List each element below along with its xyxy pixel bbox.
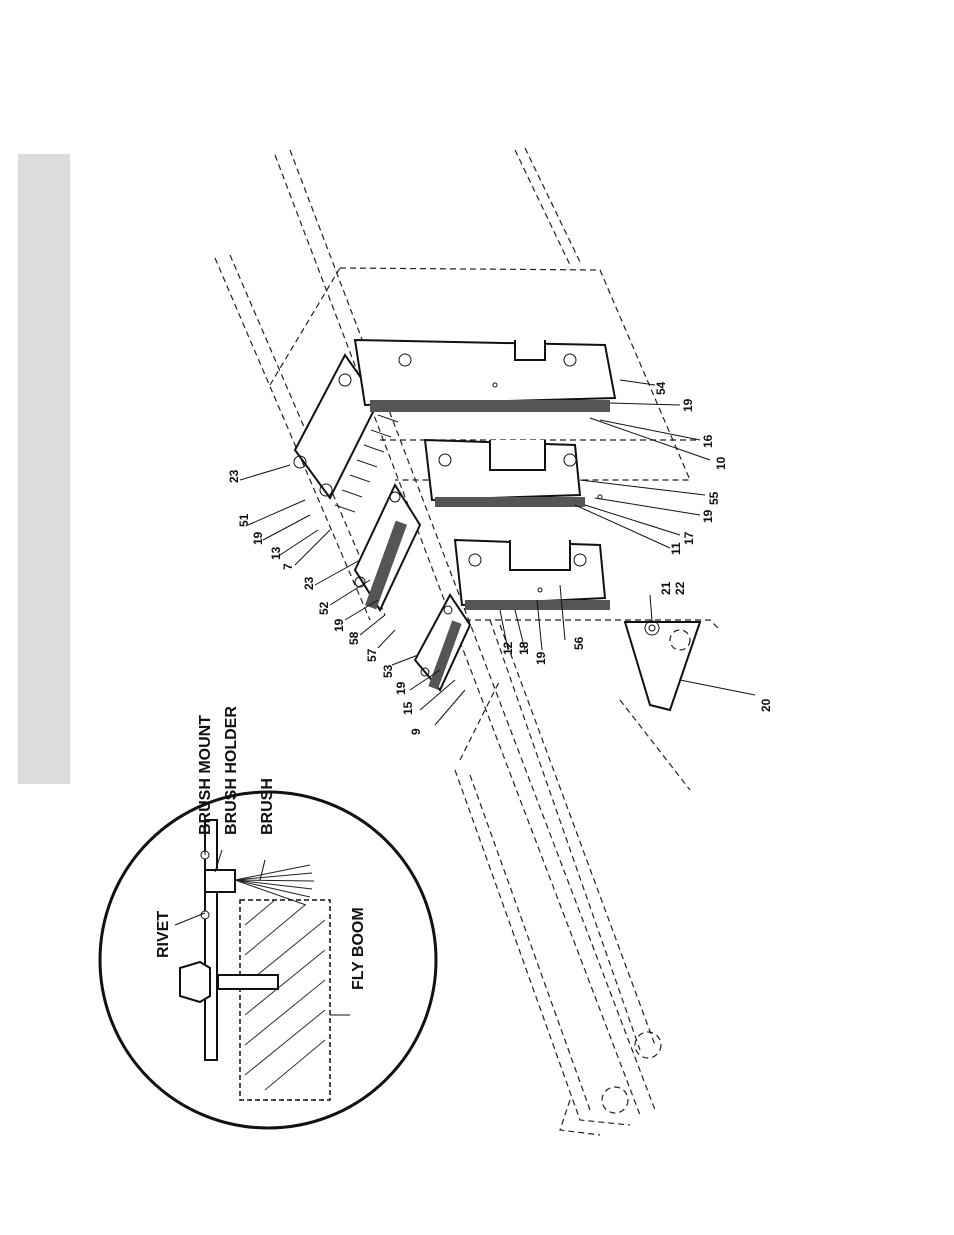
callout-10: 10 [714,456,728,470]
callout-13: 13 [269,546,283,560]
callout-19-d: 19 [681,398,695,412]
callout-23-a: 23 [227,469,241,483]
callout-19-c: 19 [394,681,408,695]
callout-19-e: 19 [701,509,715,523]
callout-51: 51 [237,513,251,527]
callout-23-b: 23 [302,576,316,590]
callout-9: 9 [409,728,423,735]
brush-plate-52 [355,485,420,610]
callout-19-a: 19 [251,531,265,545]
bolt-shank [218,975,278,989]
callout-53: 53 [381,664,395,678]
label-brush-holder: BRUSH HOLDER [223,706,240,835]
callout-58: 58 [347,631,361,645]
callout-12: 12 [501,641,515,655]
brush-holder-clip [205,870,235,892]
label-brush: BRUSH [259,778,276,835]
callout-55: 55 [707,491,721,505]
callout-19-b: 19 [332,618,346,632]
label-brush-mount: BRUSH MOUNT [197,715,214,835]
callout-22: 22 [673,581,687,595]
callout-7: 7 [281,563,295,570]
callout-18: 18 [517,641,531,655]
callout-56: 56 [572,636,586,650]
callout-52: 52 [317,601,331,615]
callout-19-f: 19 [534,651,548,665]
callout-20: 20 [759,698,773,712]
callout-17: 17 [682,531,696,545]
callout-15: 15 [401,701,415,715]
brush-plate-53 [415,595,470,690]
bracket-20 [625,621,700,710]
detail-circle [100,792,436,1128]
callout-57: 57 [365,648,379,662]
brush-plate-54 [355,340,615,412]
callout-16: 16 [701,434,715,448]
label-fly-boom: FLY BOOM [350,907,367,990]
bolt-head [180,962,210,1002]
brush-plate-55 [425,440,602,507]
label-rivet: RIVET [155,911,172,958]
callout-21: 21 [659,581,673,595]
callout-11: 11 [669,542,683,555]
brush-plate-56 [455,540,610,610]
callout-54: 54 [654,381,668,395]
